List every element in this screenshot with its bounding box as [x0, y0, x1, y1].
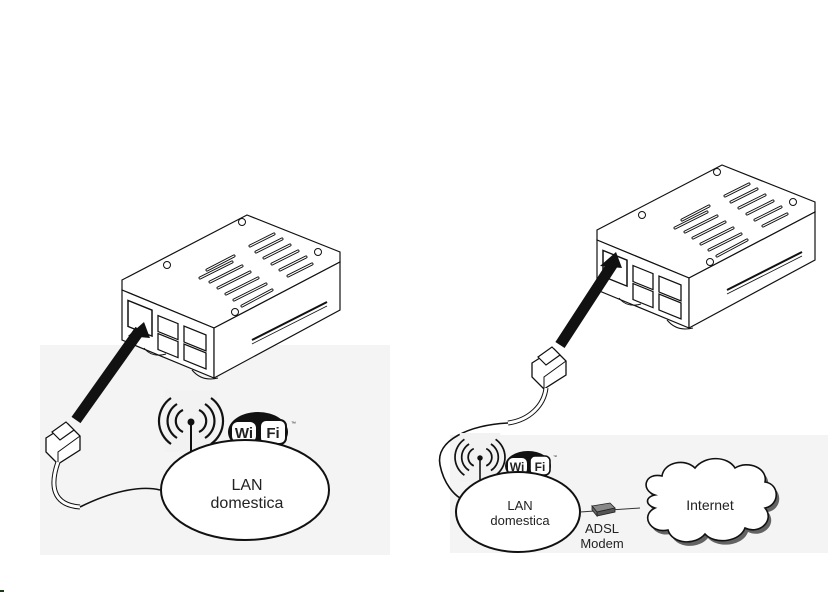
diagram-home-lan-internet: Wi Fi ™ LAN domestica ADSL Modem Interne…	[440, 165, 828, 553]
diagram-home-lan: Wi Fi ™ LAN domestica	[40, 215, 390, 555]
lan-sublabel: domestica	[490, 513, 550, 528]
wifi-logo-fi: Fi	[535, 460, 546, 474]
lan-label: LAN	[231, 477, 262, 494]
rj45-plug-icon	[532, 347, 566, 389]
wifi-tm: ™	[291, 421, 296, 427]
wifi-logo-fi: Fi	[266, 425, 279, 442]
modem-sublabel: Modem	[580, 536, 623, 551]
raspberry-pi-case-icon	[597, 165, 815, 329]
internet-label: Internet	[686, 497, 734, 513]
wifi-tm: ™	[553, 454, 557, 459]
modem-label: ADSL	[585, 521, 619, 536]
corner-mark	[0, 590, 4, 592]
ethernet-cable	[560, 262, 614, 345]
lan-sublabel: domestica	[211, 495, 284, 512]
lan-label: LAN	[507, 498, 532, 513]
